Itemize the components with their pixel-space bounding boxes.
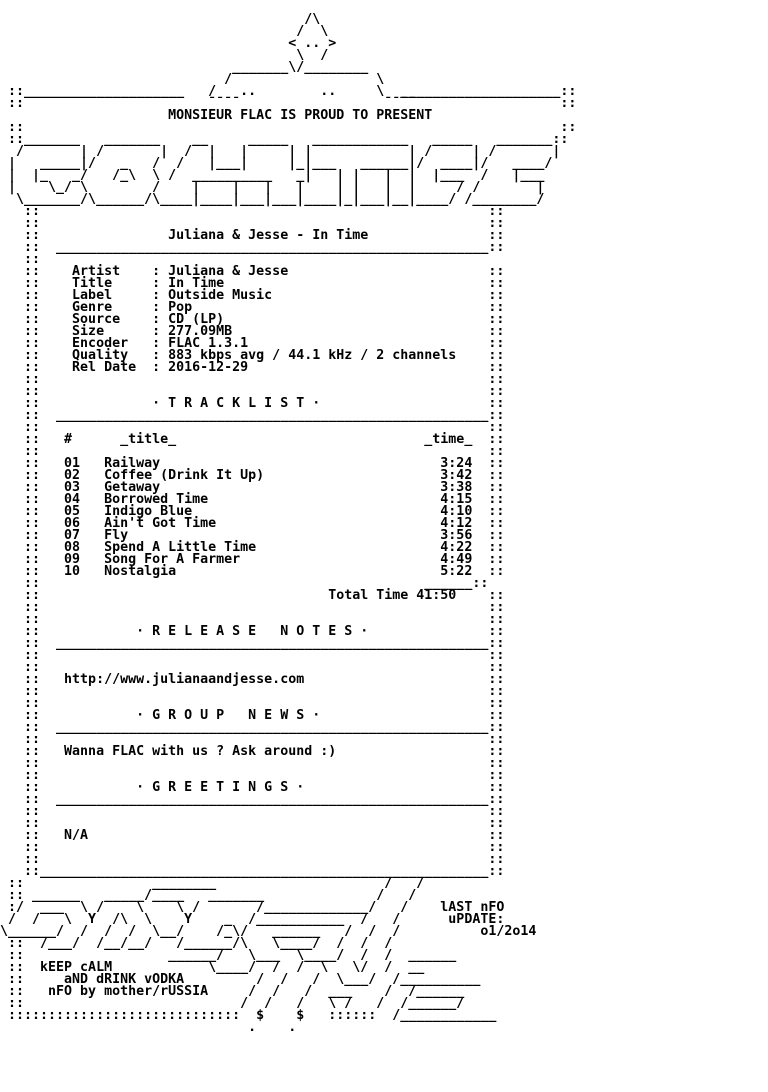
nfo-line: :: Artist : Juliana & Jesse :: [0, 264, 505, 279]
nfo-line: :: _____________________________________… [0, 240, 505, 255]
nfo-line: :: 07 Fly 3:56 :: [0, 528, 505, 543]
nfo-line: :: :: [0, 444, 505, 459]
nfo-line: :: :: [0, 120, 577, 135]
nfo-line: :: Encoder : FLAC 1.3.1 :: [0, 336, 505, 351]
nfo-line: :: Wanna FLAC with us ? Ask around :) :: [0, 744, 505, 759]
nfo-line: :: :: [0, 600, 505, 615]
nfo-line: :: · T R A C K L I S T · :: [0, 396, 505, 411]
nfo-line: :: _____________________________________… [0, 408, 505, 423]
nfo-line: :: N/A :: [0, 828, 505, 843]
nfo-line: / / \ Y /\ \ Y _ /___________ / / uPDATE… [0, 912, 505, 927]
nfo-line: :: · G R E E T I N G S · :: [0, 780, 505, 795]
nfo-line: :: Title : In Time :: [0, 276, 505, 291]
nfo-line: :: Rel Date : 2016-12-29 :: [0, 360, 505, 375]
nfo-line: /\ [0, 12, 321, 27]
nfo-line: \_______/\______/\____|____|___|___|____… [0, 192, 545, 207]
nfo-line: ::______________________________________… [0, 864, 505, 879]
nfo-line: :: Size : 277.09MB :: [0, 324, 505, 339]
nfo-line: / \ [0, 24, 329, 39]
nfo-line: :: nFO by mother/rUSSIA / / / ___ / /___… [0, 984, 465, 999]
nfo-line: ::_______ _______ __ _____ ____________ … [0, 132, 569, 147]
nfo-document: /\ / \ < .. > \ / _______\/________ [0, 12, 577, 1035]
nfo-line: :: ______ _____/____ _______ / / [0, 888, 417, 903]
nfo-line: :: :: [0, 384, 505, 399]
nfo-line: / | / | / | | | | | / | / | [0, 144, 561, 159]
nfo-line: \______/ / / / \__/ /_\/ ______ / / / o1… [0, 924, 537, 939]
nfo-line: :: :: [0, 840, 505, 855]
nfo-line: . . [0, 1020, 297, 1035]
nfo-line: < .. > [0, 36, 337, 51]
nfo-line: | |_ _/ /_\ \ / __________ _| | | | | |_… [0, 168, 545, 183]
nfo-line: :: 03 Getaway 3:38 :: [0, 480, 505, 495]
nfo-line: ::____________________ / .. .. \ _______… [0, 84, 577, 99]
nfo-line: :: :: [0, 768, 505, 783]
nfo-line: ::::::::::::::::::::::::::::: $ $ ::::::… [0, 1008, 497, 1023]
nfo-line: :: ¯¯¯¯ ¯¯¯¯ :: [0, 96, 577, 111]
nfo-line: :: /___/ /__/__/ /______/\ \____/ / / / [0, 936, 393, 951]
nfo-line: :: _____________________________________… [0, 720, 505, 735]
nfo-line: :: 09 Song For A Farmer 4:49 :: [0, 552, 505, 567]
nfo-line: :: Label : Outside Music :: [0, 288, 505, 303]
nfo-line: :: :: [0, 372, 505, 387]
nfo-line: :: :: [0, 216, 505, 231]
nfo-line: :: ______:: [0, 576, 489, 591]
nfo-line: _______\/________ [0, 60, 369, 75]
nfo-line: :: :: [0, 804, 505, 819]
nfo-line: :: 02 Coffee (Drink It Up) 3:42 :: [0, 468, 505, 483]
nfo-line: :: 08 Spend A Little Time 4:22 :: [0, 540, 505, 555]
nfo-line: | \_/ \ / | | | | | | | | / / | [0, 180, 545, 195]
nfo-line: / \ [0, 72, 385, 87]
nfo-line: :: Total Time 41:50 :: [0, 588, 505, 603]
nfo-line: :: http://www.julianaandjesse.com :: [0, 672, 505, 687]
nfo-line: :: :: [0, 696, 505, 711]
nfo-line: :: 01 Railway 3:24 :: [0, 456, 505, 471]
nfo-line: :: _____________________________________… [0, 636, 505, 651]
nfo-line: :: Quality : 883 kbps avg / 44.1 kHz / 2… [0, 348, 505, 363]
nfo-line: :: 05 Indigo Blue 4:10 :: [0, 504, 505, 519]
nfo-line: :: · R E L E A S E N O T E S · :: [0, 624, 505, 639]
nfo-line: :: Source : CD (LP) :: [0, 312, 505, 327]
nfo-line: :: :: [0, 684, 505, 699]
nfo-line: :: 06 Ain't Got Time 4:12 :: [0, 516, 505, 531]
nfo-line: :: :: [0, 756, 505, 771]
nfo-line: MONSIEUR FLAC IS PROUD TO PRESENT [0, 108, 433, 123]
nfo-line: :: :: [0, 648, 505, 663]
nfo-line: :/ ___ \ / \ \ / /_____________/ / lAST … [0, 900, 505, 915]
nfo-line: :: ______/ \___ \____/ / / ______ [0, 948, 457, 963]
nfo-line: | _____|/ _ / / |___| |_|___ ______|/ __… [0, 156, 553, 171]
nfo-line: :: :: [0, 660, 505, 675]
nfo-line: :: Genre : Pop :: [0, 300, 505, 315]
nfo-line: :: 10 Nostalgia 5:22 :: [0, 564, 505, 579]
nfo-line: :: / / / \ / / /______/ [0, 996, 465, 1011]
nfo-line: :: aND dRINK vODKA / / / \___/ /________… [0, 972, 481, 987]
nfo-line: :: kEEP cALM \____/ / / \ \/ / __ [0, 960, 425, 975]
nfo-line: :: [0, 252, 41, 267]
nfo-line: :: :: [0, 420, 505, 435]
nfo-line: \ / [0, 48, 329, 63]
nfo-line: :: :: [0, 852, 505, 867]
nfo-line: :: _____________________________________… [0, 792, 505, 807]
nfo-line: :: 04 Borrowed Time 4:15 :: [0, 492, 505, 507]
nfo-line: :: :: [0, 732, 505, 747]
nfo-line: :: · G R O U P N E W S · :: [0, 708, 505, 723]
nfo-line: :: Juliana & Jesse - In Time :: [0, 228, 505, 243]
nfo-line: :: :: [0, 204, 505, 219]
nfo-line: :: # _title_ _time_ :: [0, 432, 505, 447]
nfo-line: :: ________ / / [0, 876, 425, 891]
nfo-line: :: :: [0, 612, 505, 627]
nfo-line: :: :: [0, 816, 505, 831]
